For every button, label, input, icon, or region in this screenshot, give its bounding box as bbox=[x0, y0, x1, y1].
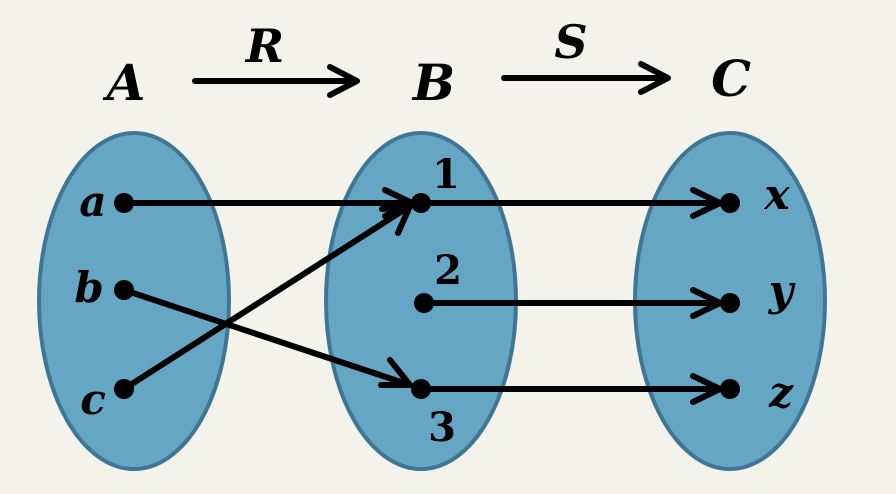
element-x-label: x bbox=[763, 170, 790, 219]
element-b-dot bbox=[114, 280, 134, 300]
mapping-arrow-c-to-1 bbox=[121, 203, 413, 392]
set-c-label: C bbox=[711, 49, 751, 108]
set-a-ellipse bbox=[37, 131, 231, 471]
relation-s-label: S bbox=[554, 15, 587, 69]
element-3-dot bbox=[411, 379, 431, 399]
element-c-dot bbox=[114, 379, 134, 399]
set-a-label: A bbox=[103, 53, 146, 112]
relation-s-header-arrow bbox=[501, 61, 671, 95]
element-a-dot bbox=[114, 193, 134, 213]
set-b-label: B bbox=[411, 53, 455, 112]
relation-r-label: R bbox=[244, 19, 284, 73]
element-2-label: 2 bbox=[434, 247, 462, 294]
element-2-dot bbox=[414, 293, 434, 313]
element-a-label: a bbox=[79, 177, 106, 226]
element-z-label: z bbox=[768, 368, 794, 417]
element-3-label: 3 bbox=[428, 404, 456, 451]
element-z-dot bbox=[720, 379, 740, 399]
relation-r-header-arrow bbox=[192, 64, 360, 98]
element-x-dot bbox=[720, 193, 740, 213]
element-1-label: 1 bbox=[432, 151, 460, 198]
mapping-arrow-b-to-3 bbox=[121, 287, 413, 388]
element-b-label: b bbox=[74, 263, 103, 312]
element-y-label: y bbox=[768, 266, 796, 315]
element-c-label: c bbox=[80, 375, 106, 424]
element-y-dot bbox=[720, 293, 740, 313]
element-1-dot bbox=[411, 193, 431, 213]
